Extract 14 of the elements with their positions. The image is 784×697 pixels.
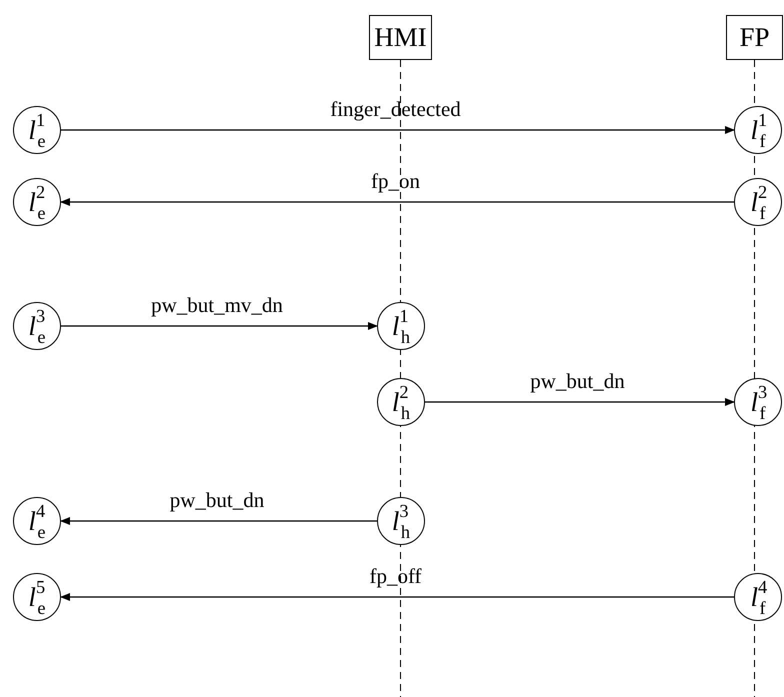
- arrow: [60, 517, 377, 525]
- arrow: [60, 198, 734, 206]
- arrow: [61, 126, 735, 134]
- edge-label: finger_detected: [330, 97, 461, 122]
- arrow: [425, 398, 735, 406]
- edge-label: pw_but_dn: [170, 488, 264, 513]
- edge-label: pw_but_mv_dn: [151, 293, 283, 318]
- edge-label: fp_off: [369, 564, 422, 589]
- arrow: [61, 322, 378, 330]
- edge-label: pw_but_dn: [530, 369, 625, 394]
- arrow: [60, 593, 734, 601]
- lifeline-header: FP: [726, 15, 783, 60]
- lifeline-header: HMI: [369, 15, 432, 60]
- edge-label: fp_on: [371, 169, 420, 194]
